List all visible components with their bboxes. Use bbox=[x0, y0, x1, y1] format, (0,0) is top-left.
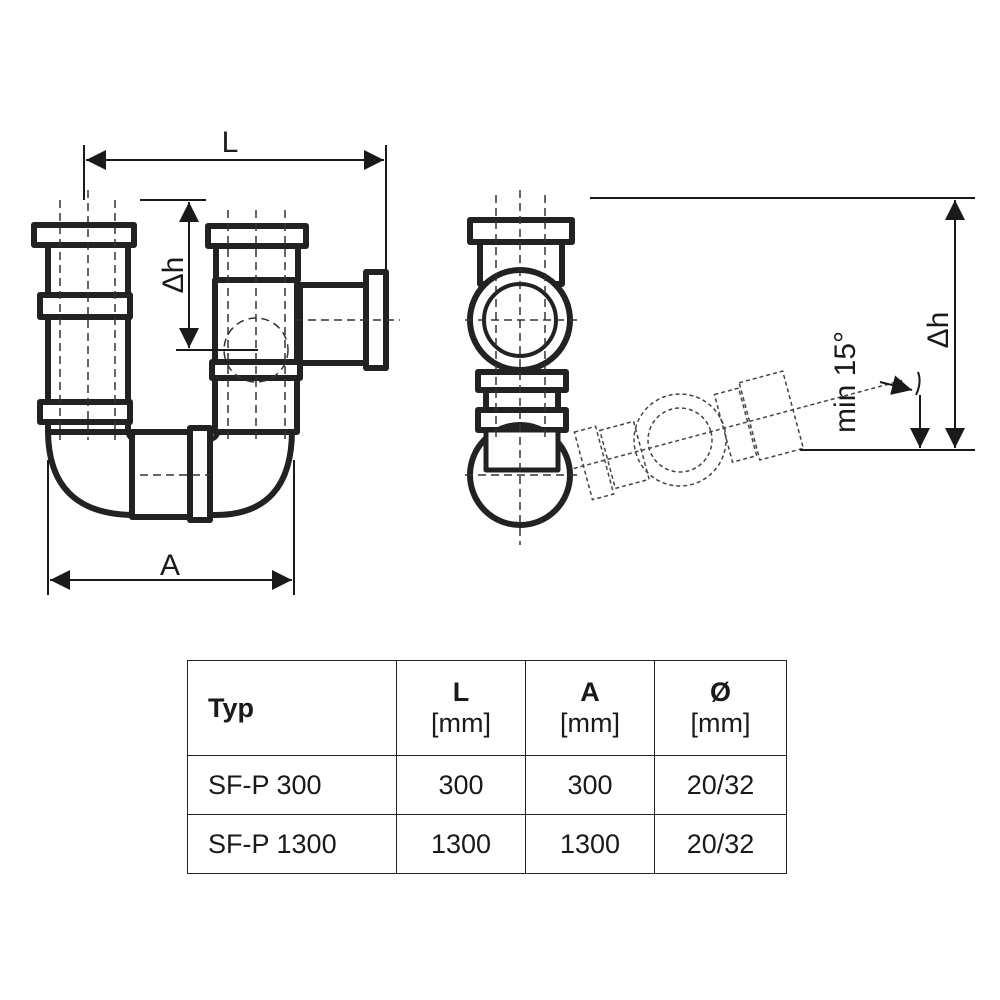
dim-dh-front-label: Δh bbox=[157, 257, 190, 294]
dim-L bbox=[83, 145, 387, 270]
spec-table: Typ L [mm] A [mm] Ø [mm] SF-P 300 300 30… bbox=[187, 660, 787, 874]
angle-label: min 15° bbox=[829, 331, 862, 433]
header-diameter: Ø [mm] bbox=[654, 660, 787, 756]
angle-indicator bbox=[879, 371, 930, 448]
tilted-outlet-ghost bbox=[573, 370, 903, 501]
table-row: SF-P 1300 1300 1300 20/32 bbox=[187, 814, 787, 874]
cell-A: 300 bbox=[525, 755, 655, 815]
left-lower-nut bbox=[37, 399, 133, 425]
header-typ: Typ bbox=[187, 660, 397, 756]
cell-typ: SF-P 1300 bbox=[187, 814, 397, 874]
header-L: L [mm] bbox=[396, 660, 526, 756]
cell-L: 1300 bbox=[396, 814, 526, 874]
dim-A-label: A bbox=[160, 549, 180, 582]
table-row: SF-P 300 300 300 20/32 bbox=[187, 755, 787, 815]
dim-dh-side-label: Δh bbox=[922, 312, 955, 349]
siphon-technical-drawing: L Δh A bbox=[31, 126, 975, 595]
table-header-row: Typ L [mm] A [mm] Ø [mm] bbox=[187, 660, 787, 756]
dim-dh-front bbox=[140, 199, 258, 351]
cell-A: 1300 bbox=[525, 814, 655, 874]
dim-L-label: L bbox=[222, 126, 239, 159]
side-outlet bbox=[297, 282, 371, 366]
dim-A bbox=[47, 460, 295, 595]
cell-typ: SF-P 300 bbox=[187, 755, 397, 815]
side-view bbox=[467, 217, 575, 528]
side-top-nut bbox=[467, 217, 575, 245]
cell-L: 300 bbox=[396, 755, 526, 815]
left-mid-nut bbox=[37, 292, 133, 320]
header-A: A [mm] bbox=[525, 660, 655, 756]
cell-diameter: 20/32 bbox=[654, 814, 787, 874]
cell-diameter: 20/32 bbox=[654, 755, 787, 815]
dim-dh-side bbox=[590, 197, 975, 451]
